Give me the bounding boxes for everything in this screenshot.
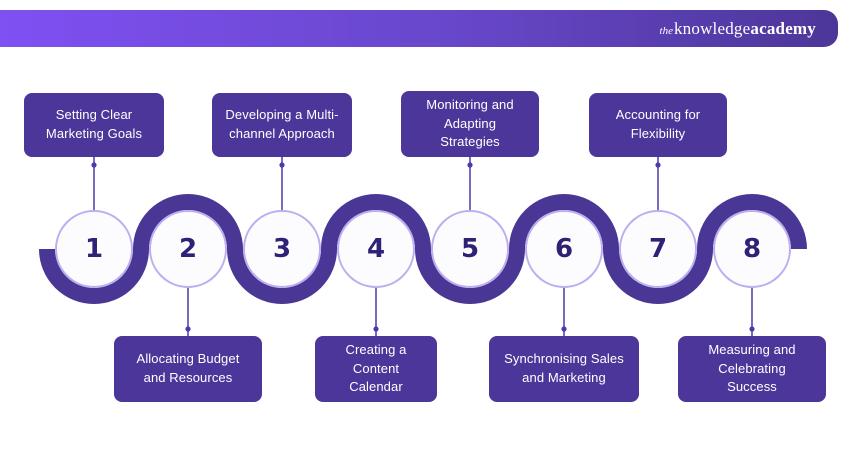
step-label-box-4: Creating a Content Calendar: [315, 336, 437, 402]
step-label-box-2: Allocating Budget and Resources: [114, 336, 262, 402]
step-label-3: Developing a Multi- channel Approach: [225, 107, 339, 141]
step-label-box-6: Synchronising Sales and Marketing: [489, 336, 639, 402]
step-label-box-8: Measuring and Celebrating Success: [678, 336, 826, 402]
step-circle-4: 4: [337, 210, 415, 288]
step-number-5: 5: [460, 234, 480, 264]
step-circle-7: 7: [619, 210, 697, 288]
step-label-1: Setting Clear Marketing Goals: [45, 107, 143, 141]
step-label-box-5: Monitoring and Adapting Strategies: [401, 91, 539, 157]
step-label-6: Synchronising Sales and Marketing: [504, 351, 624, 385]
connector-lines-bottom: [185, 288, 755, 336]
step-label-box-7: Accounting for Flexibility: [589, 93, 727, 157]
step-number-6: 6: [554, 234, 574, 264]
step-circle-5: 5: [431, 210, 509, 288]
step-label-5: Monitoring and Adapting Strategies: [426, 96, 514, 150]
logo-the: the: [659, 25, 673, 37]
step-label-8: Measuring and Celebrating Success: [708, 341, 796, 395]
step-label-box-3: Developing a Multi- channel Approach: [212, 93, 352, 157]
step-circle-6: 6: [525, 210, 603, 288]
step-label-2: Allocating Budget and Resources: [136, 351, 240, 385]
step-circle-3: 3: [243, 210, 321, 288]
wave-ribbon: [39, 194, 807, 304]
step-number-8: 8: [742, 234, 762, 264]
step-circle-8: 8: [713, 210, 791, 288]
step-label-7: Accounting for Flexibility: [615, 107, 701, 141]
connector-lines-top: [91, 157, 661, 211]
step-number-1: 1: [84, 234, 104, 264]
step-number-3: 3: [272, 234, 292, 264]
step-number-7: 7: [648, 234, 668, 264]
step-circle-1: 1: [55, 210, 133, 288]
step-label-box-1: Setting Clear Marketing Goals: [24, 93, 164, 157]
logo-academy: academy: [750, 19, 816, 38]
logo-knowledge: knowledge: [673, 19, 751, 38]
step-number-2: 2: [178, 234, 198, 264]
step-number-4: 4: [366, 234, 386, 264]
step-circle-2: 2: [149, 210, 227, 288]
step-label-4: Creating a Content Calendar: [345, 341, 407, 395]
